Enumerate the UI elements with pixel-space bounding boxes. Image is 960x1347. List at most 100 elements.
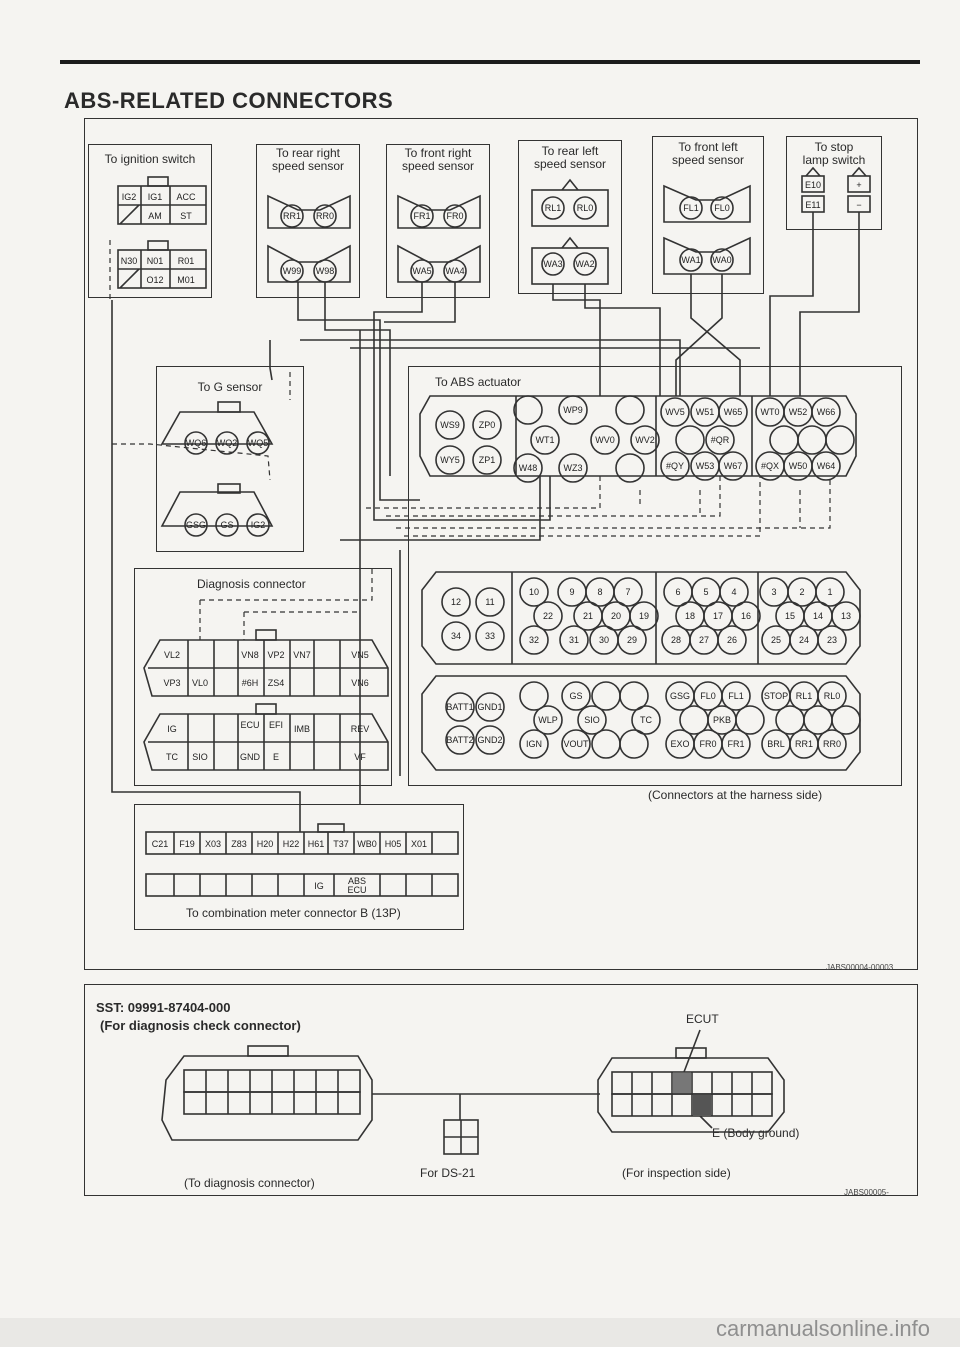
svg-text:W48: W48	[519, 463, 538, 473]
svg-text:GSG: GSG	[670, 691, 690, 701]
svg-text:ACC: ACC	[176, 192, 196, 202]
svg-text:19: 19	[639, 611, 649, 621]
sst-number: SST: 09991-87404-000	[96, 1000, 231, 1015]
svg-text:WV5: WV5	[665, 407, 685, 417]
svg-text:GS: GS	[220, 520, 233, 530]
svg-text:H61: H61	[308, 839, 325, 849]
svg-text:30: 30	[599, 635, 609, 645]
svg-text:ECU: ECU	[347, 885, 366, 895]
svg-text:7: 7	[625, 587, 630, 597]
svg-text:STOP: STOP	[764, 691, 788, 701]
svg-text:GND1: GND1	[477, 702, 502, 712]
sst-purpose: (For diagnosis check connector)	[100, 1018, 301, 1033]
harness-side-note: (Connectors at the harness side)	[648, 788, 823, 802]
svg-text:15: 15	[785, 611, 795, 621]
svg-text:E10: E10	[805, 180, 821, 190]
main-diagram-frame	[84, 118, 918, 970]
svg-text:VL0: VL0	[192, 678, 208, 688]
svg-text:WV0: WV0	[595, 435, 615, 445]
svg-text:O12: O12	[146, 275, 163, 285]
svg-text:VP2: VP2	[267, 650, 284, 660]
svg-text:BATT1: BATT1	[446, 702, 473, 712]
svg-text:VN7: VN7	[293, 650, 311, 660]
svg-text:RR0: RR0	[316, 211, 334, 221]
svg-text:WY5: WY5	[440, 455, 460, 465]
header-rule	[60, 60, 920, 64]
svg-text:W52: W52	[789, 407, 808, 417]
svg-text:3: 3	[771, 587, 776, 597]
svg-text:ZP0: ZP0	[479, 420, 496, 430]
svg-text:WZ3: WZ3	[564, 463, 583, 473]
svg-text:23: 23	[827, 635, 837, 645]
svg-text:FL1: FL1	[683, 203, 699, 213]
svg-text:W67: W67	[724, 461, 743, 471]
rear-left-label: To rear left speed sensor	[533, 144, 607, 171]
svg-text:29: 29	[627, 635, 637, 645]
svg-text:WP9: WP9	[563, 405, 583, 415]
svg-text:−: −	[856, 200, 861, 210]
svg-text:WS9: WS9	[440, 420, 460, 430]
svg-text:TC: TC	[640, 715, 652, 725]
svg-text:REV: REV	[351, 724, 370, 734]
svg-text:VP3: VP3	[163, 678, 180, 688]
svg-text:RR1: RR1	[795, 739, 813, 749]
svg-text:GND: GND	[240, 752, 261, 762]
svg-text:IG: IG	[314, 881, 324, 891]
svg-text:R01: R01	[178, 256, 195, 266]
svg-text:SIO: SIO	[192, 752, 208, 762]
svg-text:21: 21	[583, 611, 593, 621]
svg-text:FR1: FR1	[413, 211, 430, 221]
svg-text:24: 24	[799, 635, 809, 645]
svg-text:25: 25	[771, 635, 781, 645]
svg-text:W53: W53	[696, 461, 715, 471]
svg-text:WA3: WA3	[543, 259, 562, 269]
svg-text:1: 1	[827, 587, 832, 597]
svg-text:#QR: #QR	[711, 435, 730, 445]
ignition-connector-box: To ignition switch	[88, 144, 212, 298]
svg-text:WA5: WA5	[412, 266, 431, 276]
svg-text:W98: W98	[316, 266, 335, 276]
rr-connector-a	[267, 194, 351, 229]
svg-text:E11: E11	[805, 200, 820, 210]
svg-text:11: 11	[485, 597, 494, 607]
svg-text:9: 9	[569, 587, 574, 597]
svg-text:FR0: FR0	[699, 739, 716, 749]
svg-text:20: 20	[611, 611, 621, 621]
stop-lamp-label: To stop lamp switch	[802, 140, 866, 167]
svg-text:16: 16	[741, 611, 751, 621]
svg-text:ZP1: ZP1	[479, 455, 496, 465]
svg-text:26: 26	[727, 635, 737, 645]
svg-text:ST: ST	[180, 211, 192, 221]
svg-text:WQ2: WQ2	[217, 438, 238, 448]
svg-text:RL0: RL0	[577, 203, 594, 213]
combination-meter-label: To combination meter connector B (13P)	[186, 906, 401, 920]
front-right-label: To front right speed sensor	[401, 146, 475, 173]
watermark: carmanualsonline.info	[715, 1316, 930, 1341]
svg-text:VN6: VN6	[351, 678, 369, 688]
svg-text:IG1: IG1	[148, 192, 163, 202]
figure-code-top: JABS00004-00003	[826, 963, 894, 972]
svg-text:ABS: ABS	[348, 876, 366, 886]
svg-text:WT0: WT0	[761, 407, 780, 417]
svg-text:W51: W51	[696, 407, 715, 417]
svg-text:FR1: FR1	[727, 739, 744, 749]
g-sensor-box: To G sensor	[156, 366, 304, 552]
footer-band	[0, 1318, 960, 1347]
svg-text:GSG: GSG	[186, 520, 206, 530]
svg-text:WA0: WA0	[712, 255, 731, 265]
combination-meter-box	[134, 804, 464, 930]
diagnosis-label: Diagnosis connector	[197, 577, 306, 591]
svg-text:WB0: WB0	[357, 839, 377, 849]
svg-text:FL0: FL0	[714, 203, 730, 213]
svg-text:T37: T37	[333, 839, 349, 849]
svg-text:FR0: FR0	[446, 211, 463, 221]
diagnosis-connector-box: Diagnosis connector	[134, 568, 392, 786]
svg-text:#QY: #QY	[666, 461, 684, 471]
svg-text:W65: W65	[724, 407, 743, 417]
svg-text:VF: VF	[354, 752, 366, 762]
svg-text:W64: W64	[817, 461, 836, 471]
svg-text:28: 28	[671, 635, 681, 645]
svg-text:ECU: ECU	[240, 720, 259, 730]
svg-text:IG2: IG2	[251, 520, 266, 530]
g-sensor-label: To G sensor	[197, 380, 263, 394]
